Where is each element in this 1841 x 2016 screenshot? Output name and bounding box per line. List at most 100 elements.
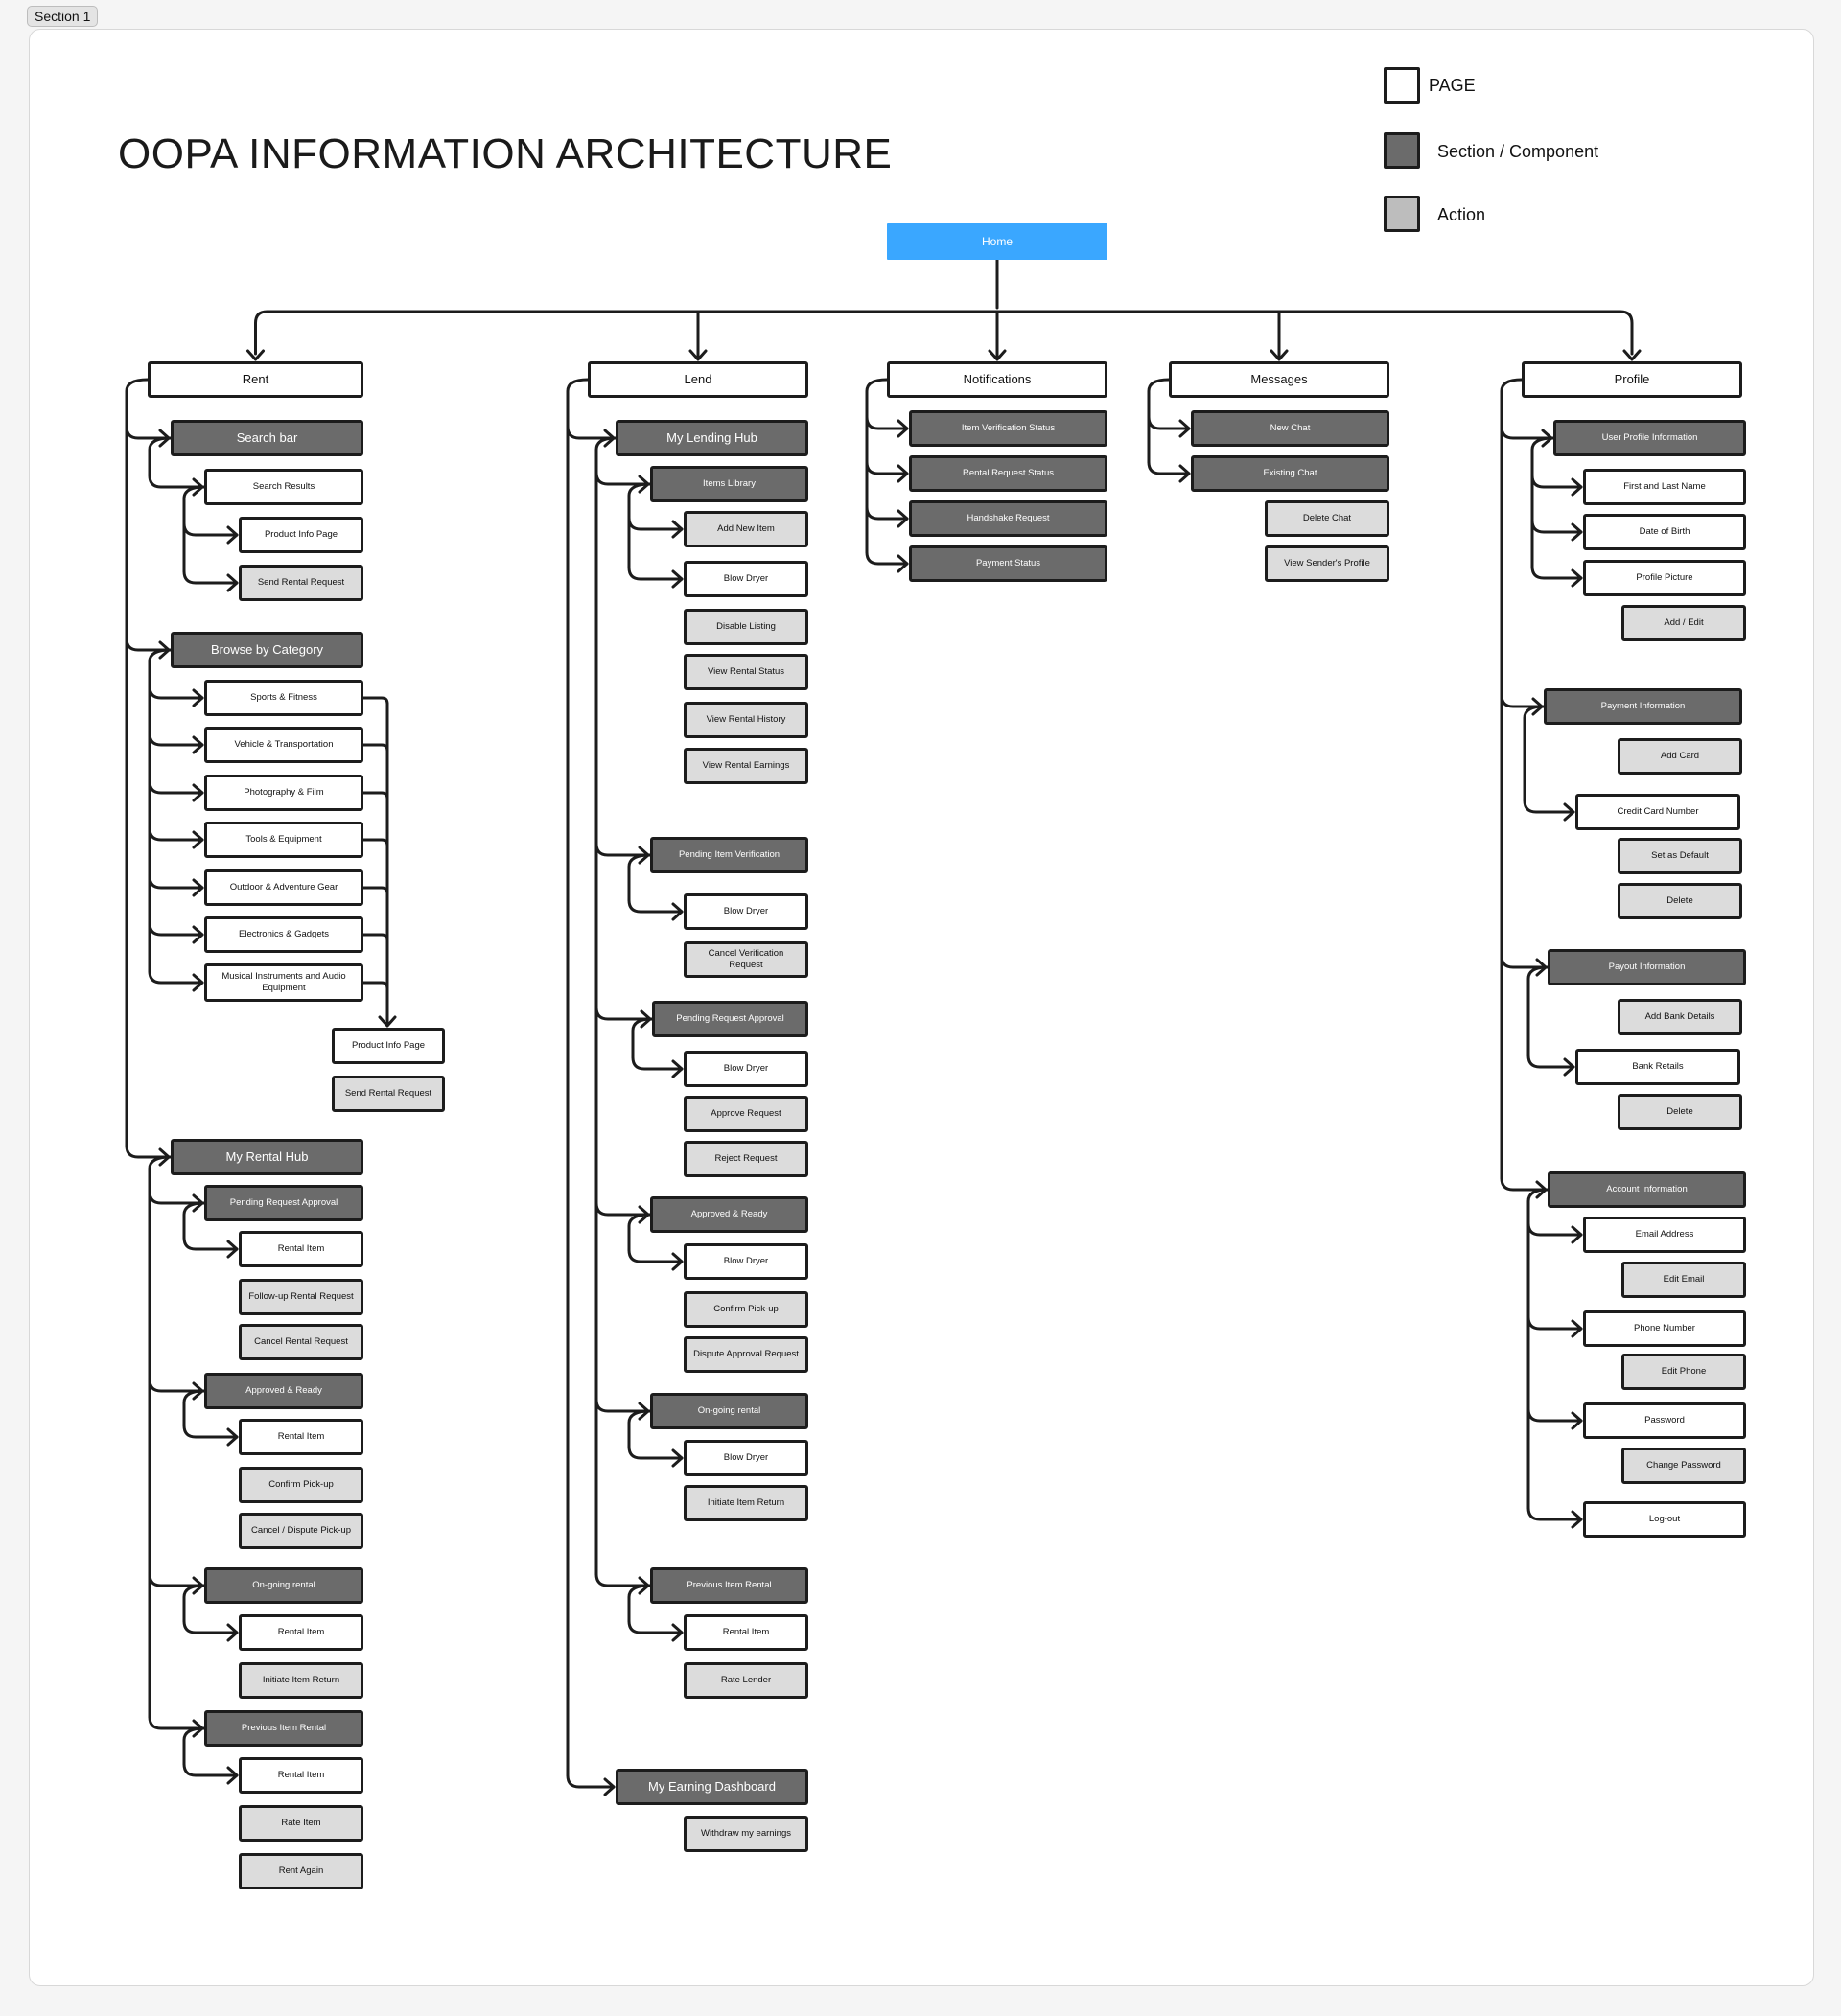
connector-27 [361,886,389,895]
node-l-blow-2[interactable]: Blow Dryer [684,893,808,930]
node-p-cc-number[interactable]: Credit Card Number [1575,794,1740,830]
node-r-product-info-1[interactable]: Product Info Page [239,517,363,553]
node-p-user-info[interactable]: User Profile Information [1553,420,1746,456]
arrowhead-right [1571,477,1583,497]
node-p-email[interactable]: Email Address [1583,1217,1746,1253]
node-n-handshake[interactable]: Handshake Request [909,500,1107,537]
node-l-rental-item[interactable]: Rental Item [684,1614,808,1651]
node-r-search-bar[interactable]: Search bar [171,420,363,456]
node-r-pending-item[interactable]: Rental Item [239,1231,363,1267]
node-p-name[interactable]: First and Last Name [1583,469,1746,505]
node-p-bank-retails[interactable]: Bank Retails [1575,1049,1740,1085]
node-p-change-pw[interactable]: Change Password [1621,1448,1746,1484]
node-r-previous[interactable]: Previous Item Rental [204,1710,363,1747]
node-m-view-sender[interactable]: View Sender's Profile [1265,545,1389,582]
node-r-cat-vehicle[interactable]: Vehicle & Transportation [204,727,363,763]
node-l-reject[interactable]: Reject Request [684,1141,808,1177]
node-p-logout[interactable]: Log-out [1583,1501,1746,1538]
node-messages[interactable]: Messages [1169,361,1389,398]
node-l-view-earnings[interactable]: View Rental Earnings [684,748,808,784]
node-r-search-results[interactable]: Search Results [204,469,363,505]
node-l-view-history[interactable]: View Rental History [684,702,808,738]
node-l-hub[interactable]: My Lending Hub [616,420,808,456]
node-m-existing[interactable]: Existing Chat [1191,455,1389,492]
node-r-confirm-pickup[interactable]: Confirm Pick-up [239,1467,363,1503]
node-r-cancel-dispute[interactable]: Cancel / Dispute Pick-up [239,1513,363,1549]
node-r-cat-tools[interactable]: Tools & Equipment [204,822,363,858]
node-l-pending-approval[interactable]: Pending Request Approval [652,1001,808,1037]
node-r-cat-outdoor[interactable]: Outdoor & Adventure Gear [204,869,363,906]
node-profile[interactable]: Profile [1522,361,1742,398]
node-rent[interactable]: Rent [148,361,363,398]
node-r-cat-photo[interactable]: Photography & Film [204,775,363,811]
node-r-send-rental-2[interactable]: Send Rental Request [332,1076,445,1112]
node-l-approved[interactable]: Approved & Ready [650,1196,808,1233]
node-l-add-new[interactable]: Add New Item [684,511,808,547]
node-p-add-bank[interactable]: Add Bank Details [1618,999,1742,1035]
node-l-initiate-return[interactable]: Initiate Item Return [684,1485,808,1521]
node-l-previous[interactable]: Previous Item Rental [650,1567,808,1604]
node-p-phone[interactable]: Phone Number [1583,1310,1746,1347]
node-r-hub[interactable]: My Rental Hub [171,1139,363,1175]
node-l-rate-lender[interactable]: Rate Lender [684,1662,808,1699]
node-l-blow-4[interactable]: Blow Dryer [684,1243,808,1280]
node-p-picture[interactable]: Profile Picture [1583,560,1746,596]
node-r-ongoing[interactable]: On-going rental [204,1567,363,1604]
node-home[interactable]: Home [887,223,1107,260]
node-l-dispute[interactable]: Dispute Approval Request [684,1336,808,1373]
node-n-rental-status[interactable]: Rental Request Status [909,455,1107,492]
node-r-send-rental-1[interactable]: Send Rental Request [239,565,363,601]
node-p-delete-bank[interactable]: Delete [1618,1094,1742,1130]
node-p-account[interactable]: Account Information [1548,1171,1746,1208]
node-lend[interactable]: Lend [588,361,808,398]
node-n-item-verif[interactable]: Item Verification Status [909,410,1107,447]
node-l-view-status[interactable]: View Rental Status [684,654,808,690]
node-l-ongoing[interactable]: On-going rental [650,1393,808,1429]
node-r-initiate-return[interactable]: Initiate Item Return [239,1662,363,1699]
node-r-browse[interactable]: Browse by Category [171,632,363,668]
node-m-new-chat[interactable]: New Chat [1191,410,1389,447]
node-l-approve[interactable]: Approve Request [684,1096,808,1132]
node-p-payment[interactable]: Payment Information [1544,688,1742,725]
node-p-add-card[interactable]: Add Card [1618,738,1742,775]
node-l-disable[interactable]: Disable Listing [684,609,808,645]
node-p-payout[interactable]: Payout Information [1548,949,1746,985]
node-l-blow-5[interactable]: Blow Dryer [684,1440,808,1476]
node-l-pending-verif[interactable]: Pending Item Verification [650,837,808,873]
node-r-previous-item[interactable]: Rental Item [239,1757,363,1794]
node-p-password[interactable]: Password [1583,1402,1746,1439]
node-r-rent-again[interactable]: Rent Again [239,1853,363,1889]
node-p-set-default[interactable]: Set as Default [1618,838,1742,874]
node-p-dob[interactable]: Date of Birth [1583,514,1746,550]
section-tag[interactable]: Section 1 [27,6,99,27]
node-l-withdraw[interactable]: Withdraw my earnings [684,1816,808,1852]
node-r-cat-electronics[interactable]: Electronics & Gadgets [204,916,363,953]
arrowhead-right [192,973,204,992]
node-r-cat-sports[interactable]: Sports & Fitness [204,680,363,716]
node-r-product-info-2[interactable]: Product Info Page [332,1028,445,1064]
node-m-delete[interactable]: Delete Chat [1265,500,1389,537]
node-l-earning[interactable]: My Earning Dashboard [616,1769,808,1805]
node-l-library[interactable]: Items Library [650,466,808,502]
node-n-payment[interactable]: Payment Status [909,545,1107,582]
node-p-edit-phone[interactable]: Edit Phone [1621,1354,1746,1390]
arrowhead-right [1571,1510,1583,1529]
node-l-confirm-pickup[interactable]: Confirm Pick-up [684,1291,808,1328]
node-l-blow-3[interactable]: Blow Dryer [684,1051,808,1087]
node-r-pending[interactable]: Pending Request Approval [204,1185,363,1221]
node-l-cancel-verif[interactable]: Cancel Verification Request [684,941,808,978]
legend-page-swatch [1384,67,1420,104]
connector-46 [566,1773,616,1789]
node-p-edit-email[interactable]: Edit Email [1621,1262,1746,1298]
node-r-cancel-req[interactable]: Cancel Rental Request [239,1324,363,1360]
node-r-approved-item[interactable]: Rental Item [239,1419,363,1455]
node-notifications[interactable]: Notifications [887,361,1107,398]
node-r-followup[interactable]: Follow-up Rental Request [239,1279,363,1315]
node-l-blow-1[interactable]: Blow Dryer [684,561,808,597]
node-p-add-edit[interactable]: Add / Edit [1621,605,1746,641]
node-p-delete-card[interactable]: Delete [1618,883,1742,919]
node-r-rate-item[interactable]: Rate Item [239,1805,363,1842]
node-r-ongoing-item[interactable]: Rental Item [239,1614,363,1651]
node-r-cat-music[interactable]: Musical Instruments and Audio Equipment [204,963,363,1002]
node-r-approved[interactable]: Approved & Ready [204,1373,363,1409]
